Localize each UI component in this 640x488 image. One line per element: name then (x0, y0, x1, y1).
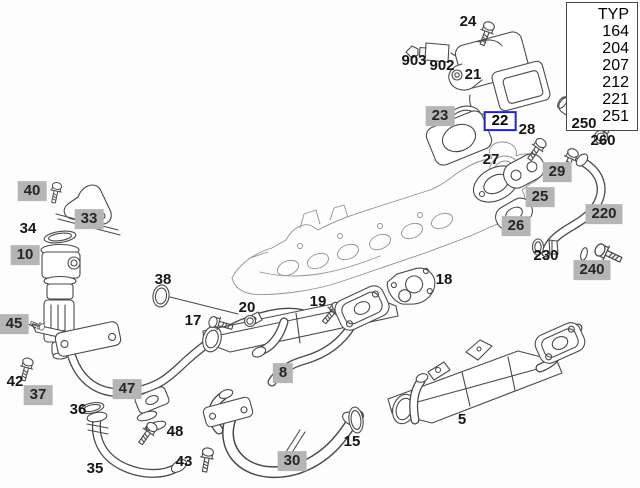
gasket-18-drawing (386, 267, 436, 305)
flange-47-drawing (134, 386, 170, 432)
part-label-23[interactable]: 23 (425, 106, 455, 126)
seal-230-drawing (531, 238, 559, 256)
part-label-43[interactable]: 43 (175, 453, 193, 471)
part-label-20[interactable]: 20 (238, 299, 256, 317)
part-label-45[interactable]: 45 (0, 314, 29, 334)
part-label-34[interactable]: 34 (19, 220, 37, 238)
part-label-37[interactable]: 37 (23, 385, 53, 405)
flange-25-drawing (503, 153, 545, 189)
egr-valve-drawing (405, 31, 551, 115)
part-label-33[interactable]: 33 (74, 209, 104, 229)
typ-row: 221 (602, 91, 629, 108)
part-label-17[interactable]: 17 (184, 312, 202, 330)
part-label-18[interactable]: 18 (435, 271, 453, 289)
part-label-8[interactable]: 8 (272, 363, 294, 383)
part-label-42[interactable]: 42 (6, 373, 24, 391)
part-label-25[interactable]: 25 (525, 187, 555, 207)
part-label-35[interactable]: 35 (86, 460, 104, 478)
typ-row: 251 (602, 108, 629, 125)
part-label-21[interactable]: 21 (464, 66, 482, 84)
typ-row: 204 (602, 40, 629, 57)
part-label-903[interactable]: 903 (401, 52, 427, 70)
o-ring-38-drawing (152, 284, 170, 308)
typ-row: TYP 164 (597, 6, 629, 40)
cooler-5-drawing (387, 322, 586, 425)
part-label-19[interactable]: 19 (309, 293, 327, 311)
typ-row: 212 (602, 74, 629, 91)
o-ring-15-drawing (348, 406, 364, 434)
part-label-5[interactable]: 5 (457, 411, 467, 429)
part-label-260[interactable]: 260 (590, 132, 616, 150)
pipe-35-drawing (86, 411, 188, 478)
part-label-250[interactable]: 250 (571, 115, 597, 133)
part-label-240[interactable]: 240 (573, 260, 611, 280)
part-label-26[interactable]: 26 (501, 216, 531, 236)
part-label-22[interactable]: 22 (483, 111, 517, 131)
part-label-24[interactable]: 24 (459, 13, 477, 31)
part-label-29[interactable]: 29 (542, 162, 572, 182)
part-label-47[interactable]: 47 (112, 379, 142, 399)
gasket-34-drawing (43, 230, 77, 244)
part-label-902[interactable]: 902 (429, 57, 455, 75)
part-label-27[interactable]: 27 (482, 151, 500, 169)
typ-row: 207 (602, 57, 629, 74)
part-label-40[interactable]: 40 (17, 181, 47, 201)
part-label-48[interactable]: 48 (166, 423, 184, 441)
part-label-220[interactable]: 220 (585, 204, 623, 224)
part-label-10[interactable]: 10 (10, 245, 40, 265)
o-ring-20-drawing (243, 314, 257, 328)
part-label-230[interactable]: 230 (533, 247, 559, 265)
part-label-36[interactable]: 36 (69, 401, 87, 419)
part-label-30[interactable]: 30 (277, 451, 307, 471)
part-label-28[interactable]: 28 (518, 121, 536, 139)
intake-manifold-drawing (231, 141, 544, 295)
part-label-38[interactable]: 38 (154, 271, 172, 289)
part-label-15[interactable]: 15 (343, 433, 361, 451)
